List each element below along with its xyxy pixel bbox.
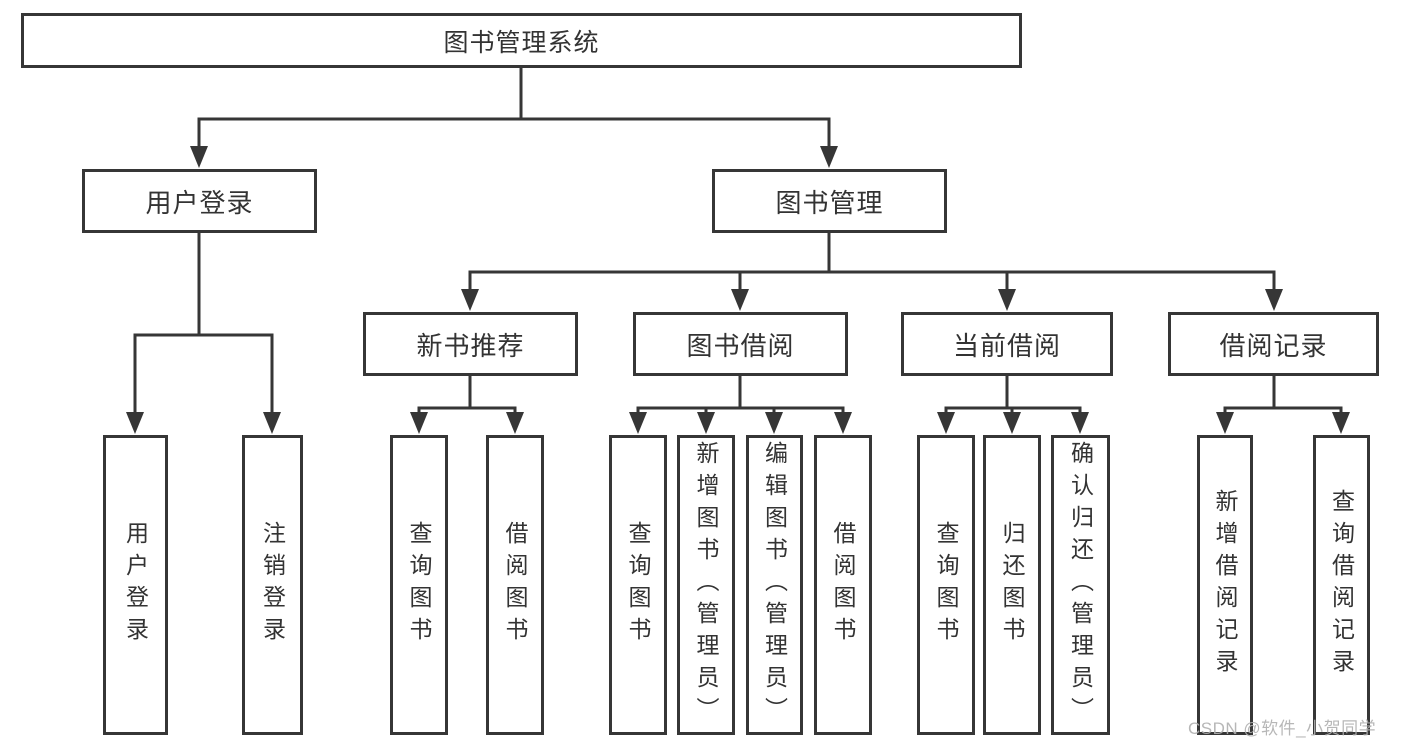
node-library-system-label: 图书管理系统 xyxy=(443,28,600,57)
leaf-recommend-query-books-label: 查询图书 xyxy=(406,521,432,649)
node-user-login: 用户登录 xyxy=(82,169,317,233)
node-user-login-label: 用户登录 xyxy=(145,187,254,218)
connector-new-book-recommend-to-leaves xyxy=(410,376,524,434)
node-library-system: 图书管理系统 xyxy=(21,13,1022,68)
leaf-recommend-borrow-books-label: 借阅图书 xyxy=(502,521,528,649)
leaf-borrow-books-label: 借阅图书 xyxy=(830,521,856,649)
leaf-add-borrow-record: 新增借阅记录 xyxy=(1197,435,1253,735)
node-book-management: 图书管理 xyxy=(712,169,947,233)
connector-book-borrow-to-leaves xyxy=(629,376,852,434)
leaf-recommend-query-books: 查询图书 xyxy=(390,435,448,735)
leaf-borrow-books: 借阅图书 xyxy=(814,435,872,735)
leaf-query-borrow-record: 查询借阅记录 xyxy=(1313,435,1370,735)
node-borrow-records-label: 借阅记录 xyxy=(1219,330,1328,361)
leaf-add-borrow-record-label: 新增借阅记录 xyxy=(1212,489,1238,681)
connector-current-borrow-to-leaves xyxy=(937,376,1089,434)
leaf-borrow-query-books-label: 查询图书 xyxy=(625,521,651,649)
node-book-borrow-label: 图书借阅 xyxy=(686,330,795,361)
node-new-book-recommend: 新书推荐 xyxy=(363,312,578,376)
leaf-recommend-borrow-books: 借阅图书 xyxy=(486,435,544,735)
connector-root-to-level2 xyxy=(190,68,838,168)
node-book-management-label: 图书管理 xyxy=(775,187,884,218)
watermark: CSDN @软件_小贺同学 xyxy=(1188,719,1377,738)
node-book-borrow: 图书借阅 xyxy=(633,312,848,376)
leaf-add-books-admin: 新增图书（管理员） xyxy=(677,435,735,735)
leaf-logout-label: 注销登录 xyxy=(259,521,286,649)
leaf-confirm-return-admin: 确认归还（管理员） xyxy=(1051,435,1110,735)
node-new-book-recommend-label: 新书推荐 xyxy=(416,330,525,361)
leaf-user-login: 用户登录 xyxy=(103,435,168,735)
connector-user-login-to-leaves xyxy=(126,233,281,434)
leaf-return-books: 归还图书 xyxy=(983,435,1041,735)
leaf-borrow-query-books: 查询图书 xyxy=(609,435,667,735)
leaf-return-books-label: 归还图书 xyxy=(999,521,1025,649)
leaf-user-login-label: 用户登录 xyxy=(122,521,149,649)
node-borrow-records: 借阅记录 xyxy=(1168,312,1379,376)
node-current-borrow: 当前借阅 xyxy=(901,312,1113,376)
connector-book-management-to-level3 xyxy=(461,233,1283,311)
leaf-add-books-admin-label: 新增图书（管理员） xyxy=(693,441,719,729)
leaf-query-borrow-record-label: 查询借阅记录 xyxy=(1328,489,1355,681)
leaf-current-query-books-label: 查询图书 xyxy=(933,521,959,649)
leaf-edit-books-admin-label: 编辑图书（管理员） xyxy=(761,441,788,729)
node-current-borrow-label: 当前借阅 xyxy=(952,330,1061,361)
connector-borrow-records-to-leaves xyxy=(1216,376,1350,434)
leaf-current-query-books: 查询图书 xyxy=(917,435,975,735)
leaf-logout: 注销登录 xyxy=(242,435,303,735)
leaf-confirm-return-admin-label: 确认归还（管理员） xyxy=(1067,441,1094,729)
leaf-edit-books-admin: 编辑图书（管理员） xyxy=(746,435,803,735)
